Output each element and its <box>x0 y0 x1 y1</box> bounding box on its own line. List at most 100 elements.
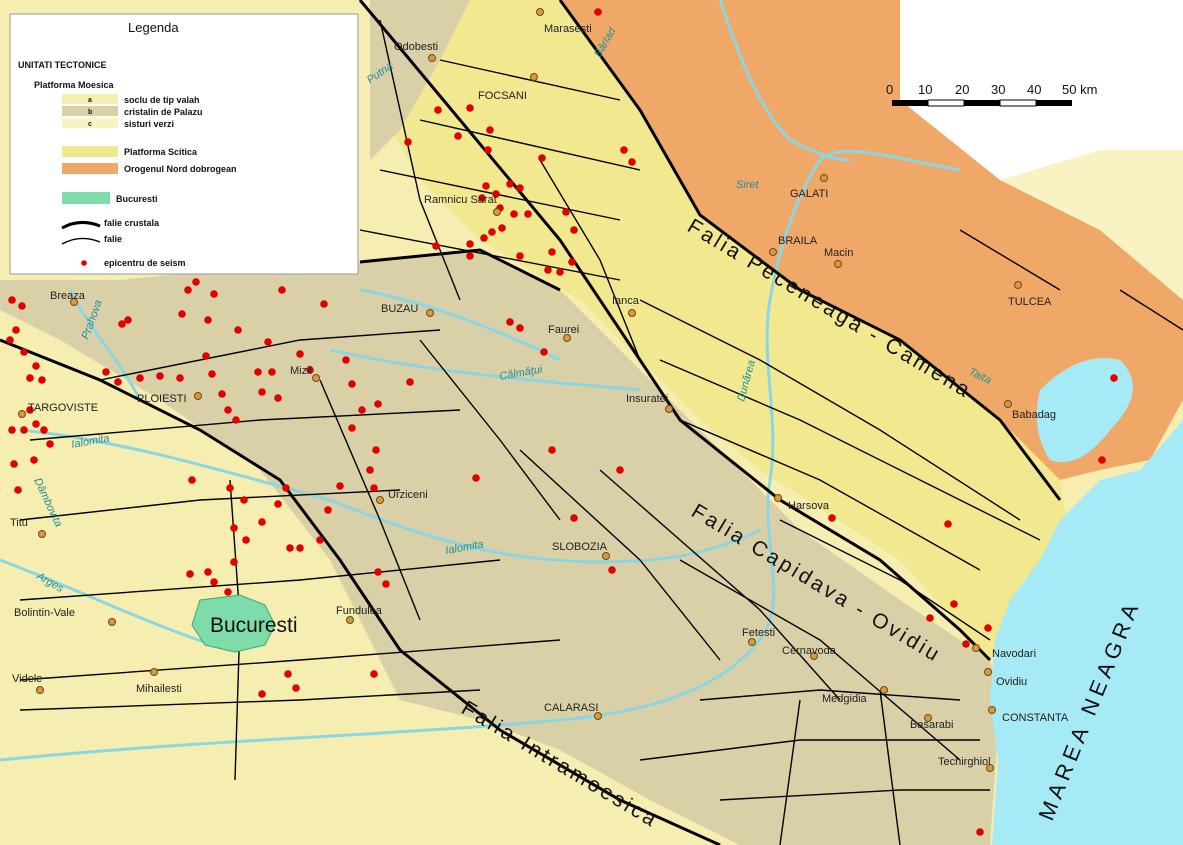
city-label: Cernavoda <box>782 645 837 657</box>
epicenter-dot <box>498 224 506 232</box>
epicenter-dot <box>240 496 248 504</box>
epicenter-dot <box>466 104 474 112</box>
scale-tick-label: 20 <box>955 82 969 97</box>
epicenter-dot <box>620 146 628 154</box>
fault <box>779 519 991 641</box>
epicenter-dot <box>296 544 304 552</box>
fault <box>699 689 961 701</box>
city-marker <box>376 496 384 504</box>
epicenter-dot <box>1098 456 1106 464</box>
epicenter-dot <box>484 146 492 154</box>
legend-label-a: soclu de tip valah <box>124 95 200 105</box>
epicenter-dot <box>510 210 518 218</box>
scitica-platform <box>370 0 1080 660</box>
epicenter-dot <box>156 372 164 380</box>
city-label: SLOBOZIA <box>552 541 608 553</box>
crustal-fault-peceneaga-camena <box>558 0 1062 501</box>
city-marker <box>1014 281 1022 289</box>
city-label: Medgidia <box>822 693 868 705</box>
epicenter-dot <box>562 208 570 216</box>
epicenter-dot <box>950 600 958 608</box>
city-marker <box>774 494 782 502</box>
epicenter-dot <box>230 524 238 532</box>
epicenter-dot <box>20 348 28 356</box>
epicenter-dot <box>278 286 286 294</box>
fault <box>379 169 621 221</box>
legend-swatch-bucuresti <box>62 192 110 204</box>
epicenter-dot <box>548 248 556 256</box>
city-marker <box>769 248 777 256</box>
city-marker <box>810 652 818 660</box>
legend-crustal-fault-line <box>61 221 101 230</box>
legend-title: Legenda <box>128 20 179 35</box>
epicenter-dot <box>176 374 184 382</box>
epicenter-dot <box>478 194 486 202</box>
city-label: Fundulea <box>336 605 383 617</box>
legend-swatch-scitica <box>62 146 118 157</box>
city-label: Marasesti <box>544 23 592 35</box>
epicenter-dot <box>224 406 232 414</box>
crustal-fault-north <box>359 248 561 292</box>
fault <box>29 409 461 441</box>
city-label: Macin <box>824 247 853 259</box>
epicenter-dot <box>234 326 242 334</box>
epicenter-dot <box>348 380 356 388</box>
epicenter-dot <box>264 338 272 346</box>
city-label: Videle <box>12 673 42 685</box>
crustal-faults-layer <box>0 0 1062 845</box>
epicenter-dot <box>482 182 490 190</box>
epicenter-dot <box>136 374 144 382</box>
city-label: Insuratei <box>626 393 668 405</box>
legend-label-c: sisturi verzi <box>124 119 174 129</box>
city-label: Bolintin-Vale <box>14 607 75 619</box>
epicenter-dot <box>348 424 356 432</box>
epicenter-dot <box>284 670 292 678</box>
fault <box>419 119 641 171</box>
epicenter-dot <box>258 388 266 396</box>
epicenter-dot <box>184 286 192 294</box>
scale-tick-label: 40 <box>1027 82 1041 97</box>
legend-swatch-c <box>62 118 118 128</box>
epicenter-dot <box>472 474 480 482</box>
city-label: Basarabi <box>910 719 953 731</box>
epicenter-dot <box>178 310 186 318</box>
city-label: CONSTANTA <box>1002 712 1069 724</box>
epicenter-dot <box>540 348 548 356</box>
city-label: Harsova <box>788 500 830 512</box>
crustal-fault-intramoesica <box>0 338 721 845</box>
epicenter-dot <box>230 558 238 566</box>
legend: Legenda UNITATI TECTONICE Platforma Moes… <box>9 13 359 275</box>
city-label: TARGOVISTE <box>28 402 98 414</box>
epicenter-dot <box>570 514 578 522</box>
epicenter-dot <box>336 482 344 490</box>
fault <box>319 379 421 621</box>
city-label: Mihailesti <box>136 683 182 695</box>
legend-letter-b: b <box>88 109 92 116</box>
legend-label-scitica: Platforma Scitica <box>124 147 198 157</box>
epicenter-dot <box>226 484 234 492</box>
city-label: CALARASI <box>544 702 598 714</box>
scale-tick-label: 30 <box>991 82 1005 97</box>
city-label: Ovidiu <box>996 676 1027 688</box>
epicenter-dot <box>516 184 524 192</box>
scale-bar: 0 10 20 30 40 50 km <box>886 82 1097 107</box>
epicenter-dot <box>118 320 126 328</box>
epicenter-dot <box>976 828 984 836</box>
city-label: Navodari <box>992 648 1036 660</box>
epicenter-dot <box>186 570 194 578</box>
scale-tick-label: 10 <box>918 82 932 97</box>
epicenter-dot <box>258 518 266 526</box>
river-label: Siret <box>736 179 760 191</box>
city-marker <box>428 54 436 62</box>
fault <box>679 419 981 571</box>
epicenter-dot <box>944 520 952 528</box>
city-marker <box>563 334 571 342</box>
legend-label-epicenter: epicentru de seism <box>104 258 186 268</box>
fault <box>1119 289 1183 331</box>
epicenter-dot <box>828 514 836 522</box>
epicenter-dot <box>32 362 40 370</box>
epicenter-dot <box>926 614 934 622</box>
epicenter-dot <box>372 446 380 454</box>
scale-seg <box>927 99 965 107</box>
